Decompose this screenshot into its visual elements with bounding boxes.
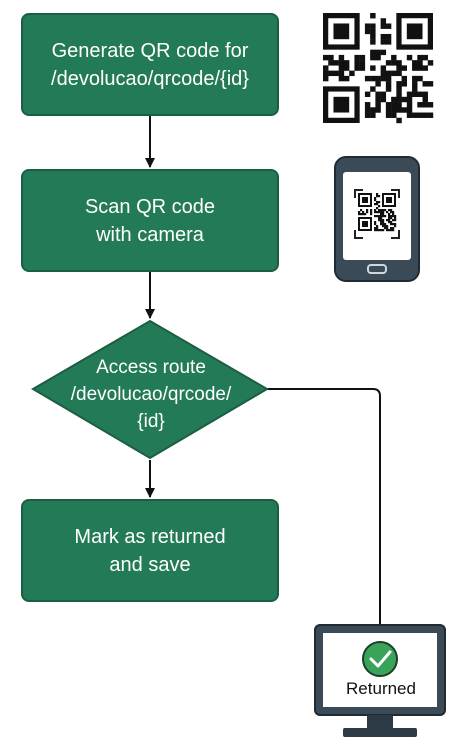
check-circle-icon [362, 641, 398, 677]
arrow-decision-to-monitor [266, 388, 381, 626]
decision-diamond [31, 319, 269, 460]
access-route-decision: Access route /devolucao/qrcode/ {id} [70, 356, 232, 432]
returned-label: Returned [346, 679, 416, 698]
scan-qr-step: Scan QR code with camera [21, 169, 279, 272]
generate-qr-step: Generate QR code for /devolucao/qrcode/{… [21, 13, 279, 116]
mark-returned-step: Mark as returned and save [21, 499, 279, 602]
